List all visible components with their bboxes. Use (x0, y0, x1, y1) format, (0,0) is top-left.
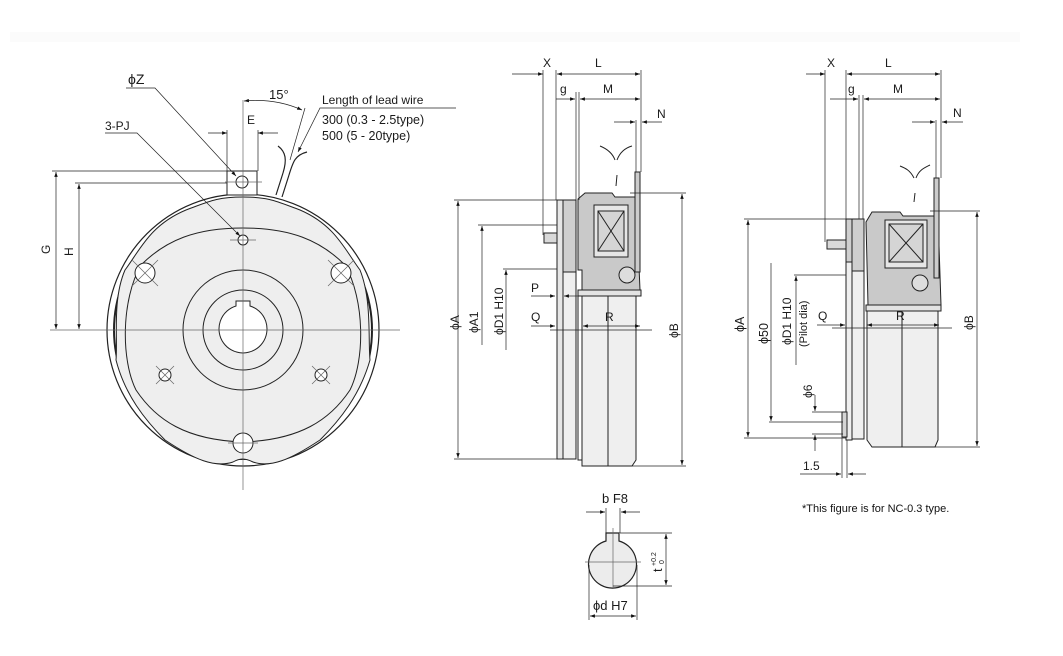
three-pj-label: 3-PJ (105, 119, 130, 133)
side-view-1 (454, 70, 686, 467)
lead-wire-title: Length of lead wire (322, 93, 424, 107)
phi-a2-label: ϕA (733, 316, 747, 332)
key-detail (585, 508, 672, 620)
front-view-labels: ϕZ 3-PJ 15° E G H Length of lead wire 30… (39, 71, 424, 256)
phi-50-label: ϕ50 (757, 323, 771, 344)
header-band (10, 32, 1020, 42)
phi-a1-label: ϕA1 (467, 311, 481, 333)
key-detail-labels: b F8 t +0.2 0 ϕd H7 (593, 491, 666, 613)
b-label: b F8 (602, 491, 628, 506)
e-label: E (247, 113, 255, 127)
side-view-1-labels: X L g M N ϕA ϕA1 ϕD1 H10 P Q R ϕB (448, 56, 681, 338)
m-label: M (603, 82, 613, 96)
d-label: ϕd H7 (593, 598, 628, 613)
dim-1-5-label: 1.5 (803, 459, 820, 473)
x-label: X (543, 56, 551, 70)
x2-label: X (827, 56, 835, 70)
q2-label: Q (818, 309, 827, 323)
phi-a-label: ϕA (448, 315, 462, 330)
g-small-label: g (560, 82, 567, 96)
phi-b2-label: ϕB (962, 315, 976, 330)
front-view (50, 87, 456, 490)
l-label: L (595, 56, 602, 70)
side-view-2-labels: X L g M N ϕA ϕ50 ϕD1 H10 (Pilot dia) Q R… (733, 56, 976, 473)
t-label: t (650, 568, 665, 572)
pilot-dia-label: (Pilot dia) (798, 301, 810, 347)
lead-wire-line2: 500 (5 - 20type) (322, 129, 410, 143)
phi-d1-2-label: ϕD1 H10 (780, 297, 794, 345)
phi-6-label: ϕ6 (801, 384, 815, 398)
r-label: R (605, 310, 614, 324)
q-label: Q (531, 310, 540, 324)
r2-label: R (896, 309, 905, 323)
g2-small-label: g (848, 82, 855, 96)
l2-label: L (885, 56, 892, 70)
g-label: G (39, 245, 53, 254)
p-label: P (531, 281, 539, 295)
t-tol-lower: 0 (659, 560, 666, 564)
n-label: N (657, 107, 666, 121)
t-tol-upper: +0.2 (651, 552, 658, 566)
phi-b-label: ϕB (667, 323, 681, 338)
phi-z-label: ϕZ (128, 71, 145, 87)
n2-label: N (953, 106, 962, 120)
h-label: H (62, 247, 76, 256)
figure-note: *This figure is for NC-0.3 type. (802, 503, 950, 515)
phi-d1-label: ϕD1 H10 (492, 287, 506, 335)
side-view-2 (744, 70, 980, 478)
m2-label: M (893, 82, 903, 96)
angle-label: 15° (269, 87, 289, 102)
lead-wire-line1: 300 (0.3 - 2.5type) (322, 113, 424, 127)
